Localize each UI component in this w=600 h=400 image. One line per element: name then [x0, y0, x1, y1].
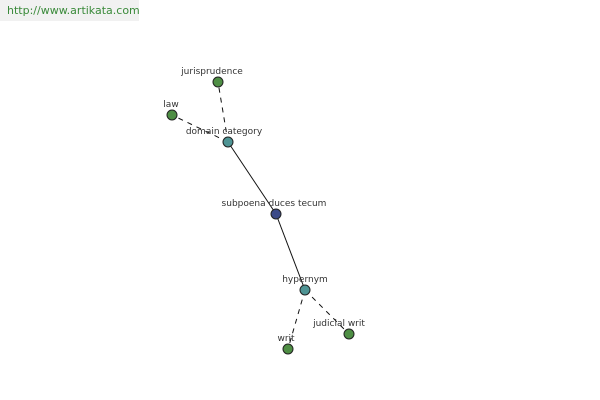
edge-hypernym-judicialwrit: [304, 289, 350, 335]
node-jurisprudence[interactable]: [212, 76, 224, 88]
nodes-layer: [166, 76, 355, 355]
node-writ[interactable]: [282, 343, 294, 355]
node-label-domain[interactable]: domain category: [186, 127, 263, 137]
node-label-judicialwrit[interactable]: judicial writ: [312, 319, 365, 329]
edge-domain-law: [171, 114, 229, 143]
site-url-banner[interactable]: http://www.artikata.com: [0, 0, 140, 21]
node-label-center[interactable]: subpoena duces tecum: [222, 199, 327, 209]
node-label-writ[interactable]: writ: [277, 334, 295, 344]
node-hypernym[interactable]: [299, 284, 311, 296]
node-label-hypernym[interactable]: hypernym: [282, 275, 328, 285]
node-label-law[interactable]: law: [163, 100, 178, 110]
edge-domain-jurisprudence: [217, 81, 229, 143]
node-law[interactable]: [166, 109, 178, 121]
node-label-jurisprudence[interactable]: jurisprudence: [180, 67, 243, 77]
node-domain[interactable]: [222, 136, 234, 148]
node-center[interactable]: [270, 208, 282, 220]
edge-center-hypernym: [275, 213, 306, 291]
edge-hypernym-writ: [287, 289, 306, 350]
edge-center-domain: [227, 141, 277, 215]
node-judicialwrit[interactable]: [343, 328, 355, 340]
edges-layer: [171, 81, 350, 350]
labels-layer: subpoena duces tecum domain category hyper…: [163, 67, 365, 344]
